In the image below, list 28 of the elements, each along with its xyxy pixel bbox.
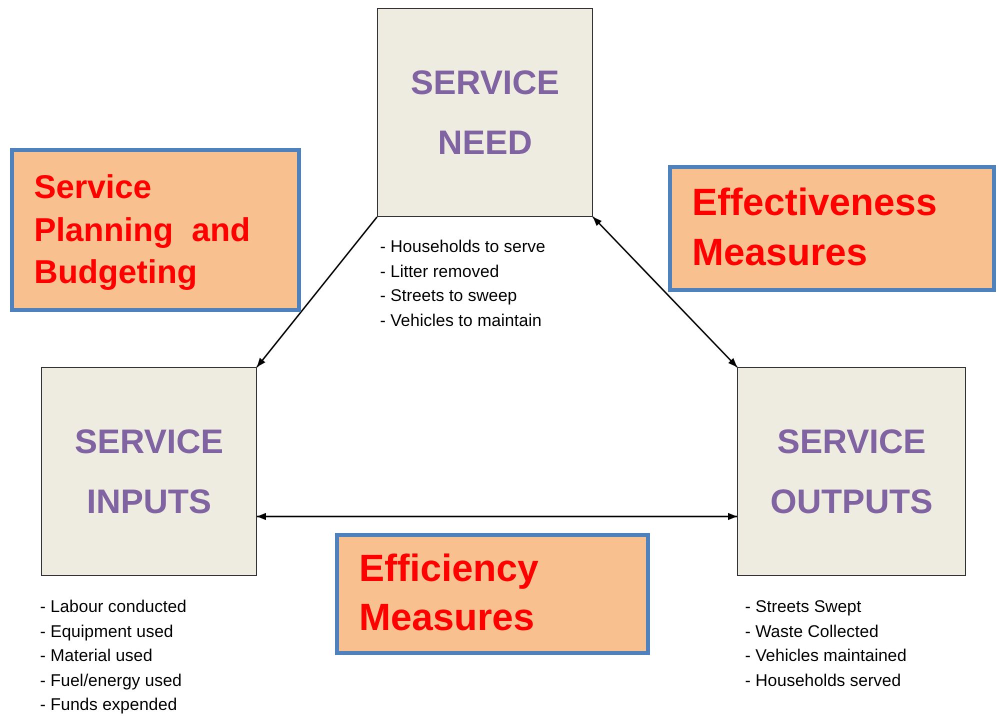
arrow — [257, 512, 737, 520]
bullet-item: - Equipment used — [40, 620, 174, 642]
box-title: SERVICE OUTPUTS — [769, 422, 934, 522]
callout-title: Efficiency Measures — [359, 546, 540, 641]
bullet-item: - Households to serve — [380, 236, 546, 258]
bullet-item: - Labour conducted — [40, 596, 186, 618]
bullet-item: - Waste Collected — [745, 620, 880, 642]
process-box — [737, 367, 966, 576]
bullet-item: - Streets to sweep — [380, 285, 518, 307]
bullet-item: - Fuel/energy used — [40, 670, 183, 692]
bullet-item: - Material used — [40, 645, 154, 667]
bullet-item: - Streets Swept — [745, 596, 862, 618]
bullet-item: - Vehicles maintained — [745, 645, 907, 667]
bullet-item: - Funds expended — [40, 694, 178, 716]
callout-box — [668, 165, 996, 292]
process-box — [41, 367, 257, 576]
arrow — [592, 216, 738, 368]
box-title: SERVICE NEED — [410, 62, 560, 164]
process-box — [377, 8, 593, 217]
callout-box — [10, 148, 301, 312]
callout-title: Effectiveness Measures — [692, 181, 938, 276]
callout-box — [335, 533, 650, 655]
box-title: SERVICE INPUTS — [74, 422, 224, 522]
bullet-item: - Litter removed — [380, 260, 500, 282]
callout-title: Service Planning and Budgeting — [34, 166, 252, 292]
bullet-item: - Vehicles to maintain — [380, 310, 543, 332]
bullet-item: - Households served — [745, 670, 902, 692]
arrow — [256, 216, 378, 368]
